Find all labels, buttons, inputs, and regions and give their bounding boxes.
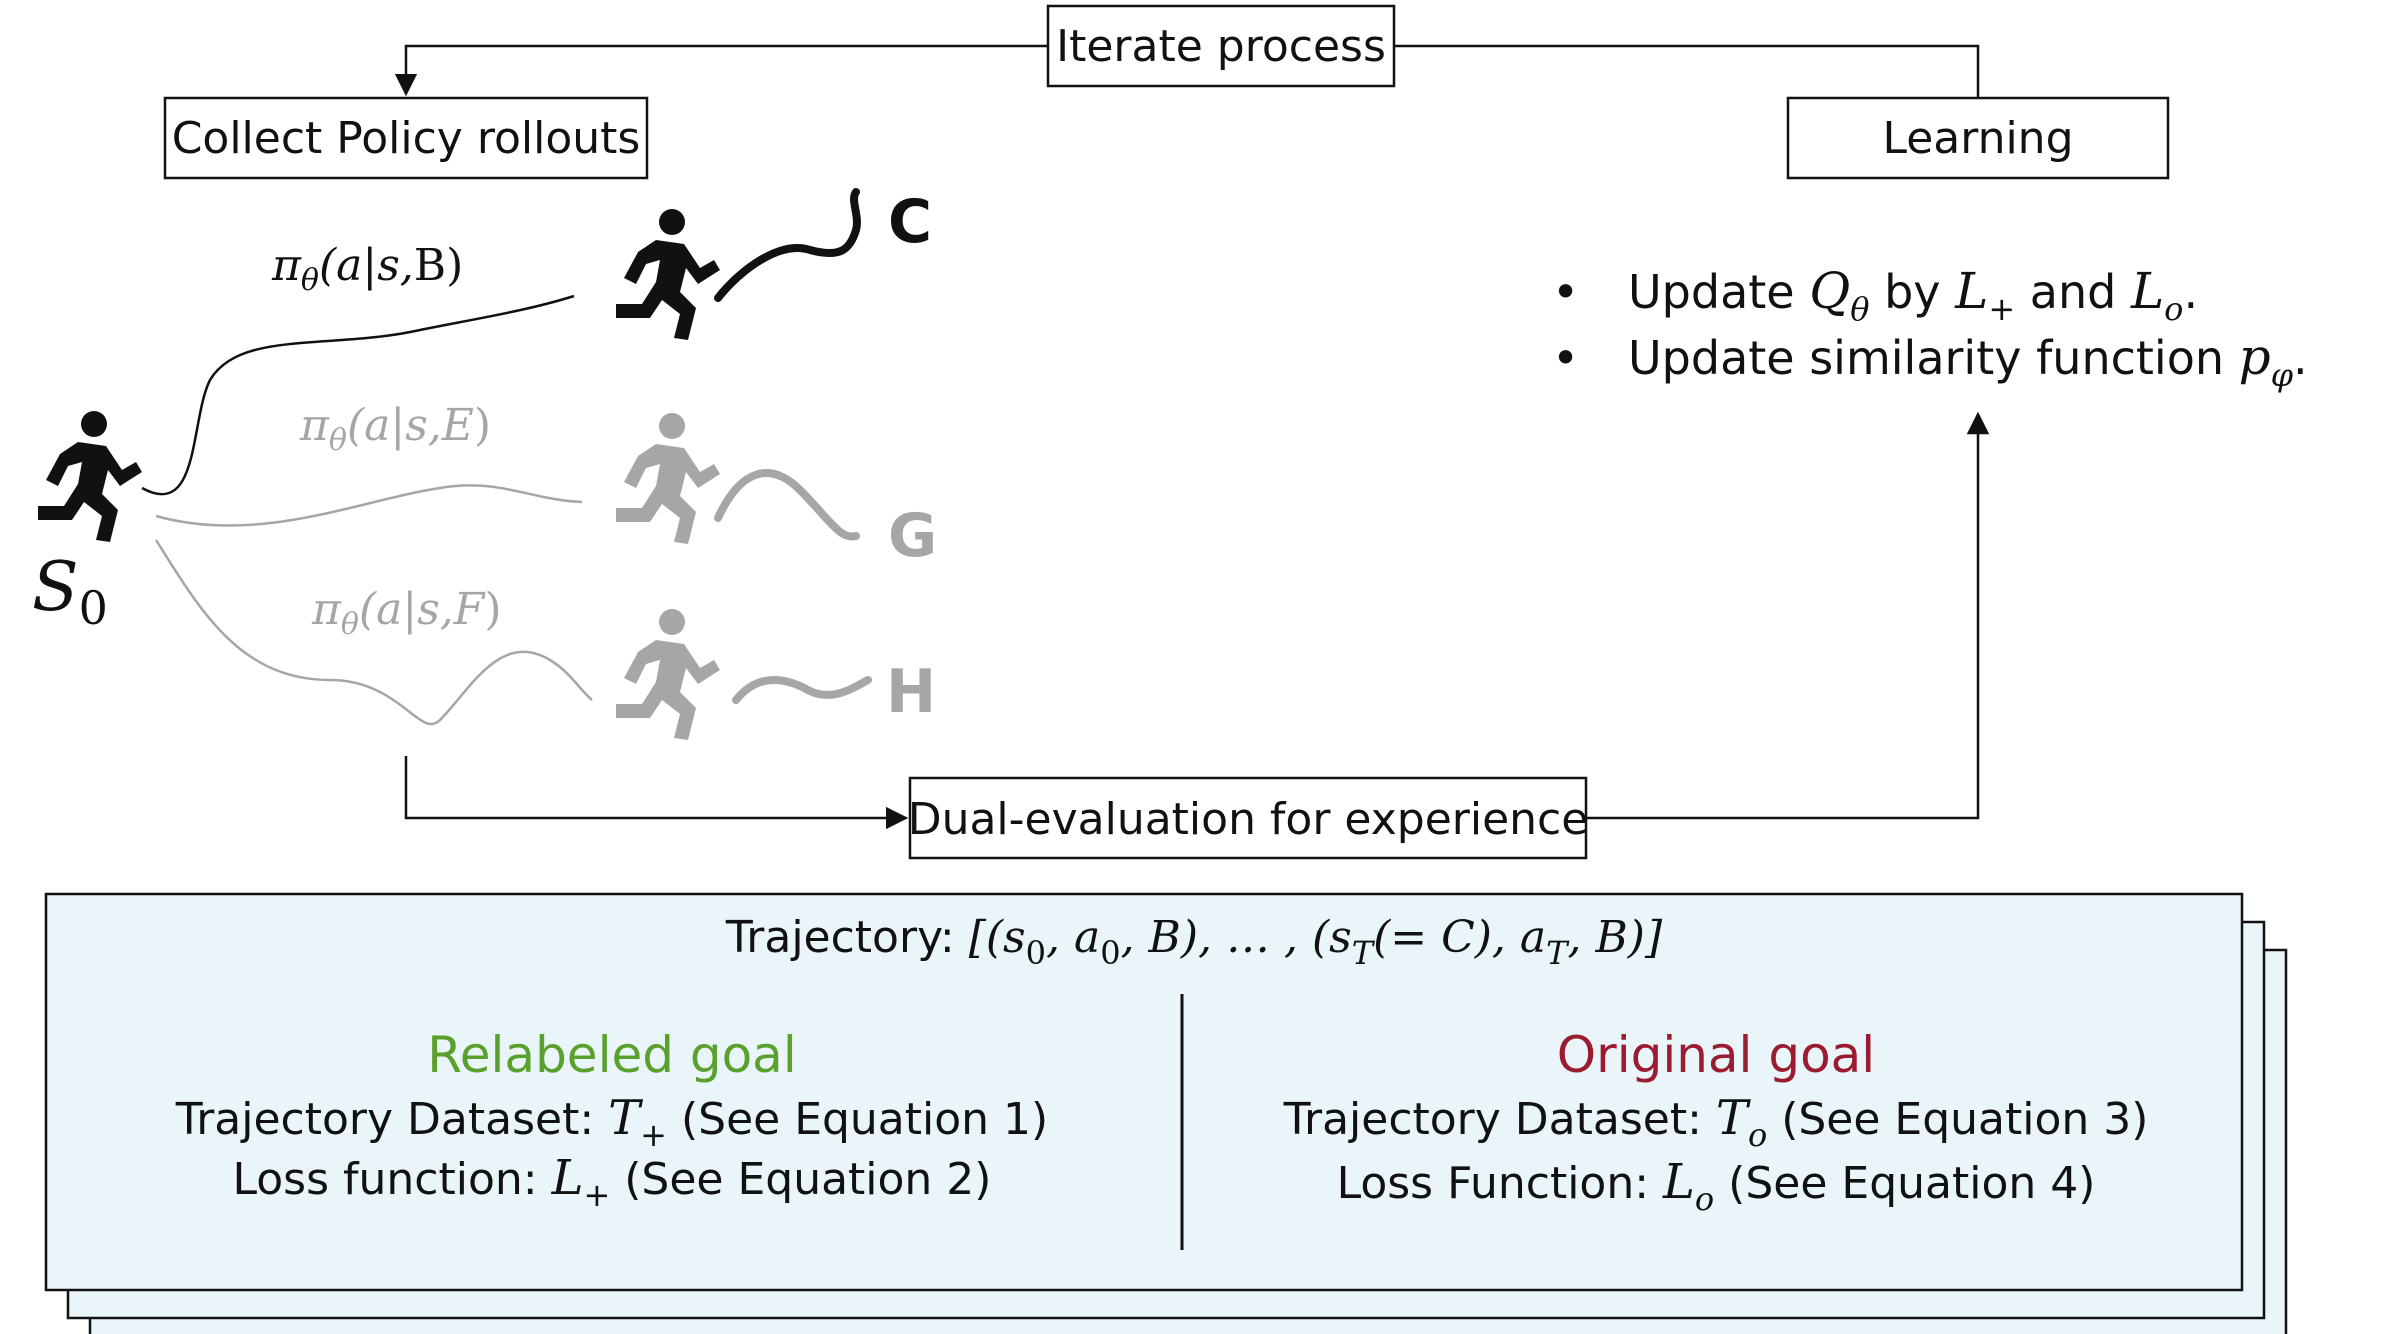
original-goal-title: Original goal — [1557, 1026, 1875, 1084]
squiggle-g — [714, 469, 860, 541]
bullet-1-text: Update Qθ by L+ and Lo. — [1628, 262, 2198, 328]
learning-bullets: • Update Qθ by L+ and Lo. • Update simil… — [1552, 262, 2308, 394]
arrow-dual-to-learning — [1586, 411, 1990, 820]
squiggle-c — [714, 188, 861, 302]
start-state-label: S0 — [32, 548, 108, 635]
bullet-2-text: Update similarity function pφ. — [1628, 328, 2308, 394]
goal-letter-h: H — [886, 657, 936, 727]
arrow-rollouts-to-dual — [404, 756, 909, 830]
goal-letter-c: C — [888, 187, 932, 257]
dual-evaluation-label: Dual-evaluation for experience — [908, 794, 1589, 845]
experience-panel: Trajectory: [(s0, a0, B), … , (sT(= C), … — [44, 892, 2288, 1334]
learning-label: Learning — [1882, 113, 2073, 164]
relabeled-dataset-line: Trajectory Dataset: T+ (See Equation 1) — [175, 1090, 1048, 1154]
original-dataset-line: Trajectory Dataset: To (See Equation 3) — [1283, 1090, 2149, 1154]
trajectory-curve-f — [154, 539, 593, 726]
relabeled-loss-line: Loss function: L+ (See Equation 2) — [233, 1150, 992, 1214]
squiggle-h — [732, 676, 872, 704]
line-iterate-to-learning — [1394, 44, 1980, 98]
collect-rollouts-box: Collect Policy rollouts — [163, 96, 649, 180]
panel-layer-front — [44, 892, 2244, 1292]
bullet-1-dot: • — [1552, 265, 1579, 319]
arrow-iterate-to-collect — [394, 44, 1048, 97]
iterate-process-box: Iterate process — [1046, 4, 1396, 88]
iterate-process-label: Iterate process — [1056, 21, 1386, 72]
runner-icon-c — [616, 209, 720, 340]
relabeled-goal-title: Relabeled goal — [427, 1026, 796, 1084]
runner-icon-g — [616, 413, 720, 544]
learning-box: Learning — [1786, 96, 2170, 180]
trajectory-curve-b — [141, 294, 575, 496]
collect-rollouts-label: Collect Policy rollouts — [172, 113, 641, 164]
dual-evaluation-box: Dual-evaluation for experience — [908, 776, 1589, 860]
original-loss-line: Loss Function: Lo (See Equation 4) — [1337, 1154, 2096, 1218]
runner-icon-start — [38, 411, 142, 542]
policy-label-b: πθ(a|s,B) — [271, 240, 463, 298]
trajectory-curve-e — [155, 484, 583, 527]
bullet-2-dot: • — [1552, 331, 1579, 385]
policy-label-e: πθ(a|s,E) — [299, 400, 491, 458]
runner-icon-h — [616, 609, 720, 740]
policy-label-f: πθ(a|s,F) — [311, 584, 501, 642]
goal-letter-g: G — [888, 501, 937, 571]
trajectory-line: Trajectory: [(s0, a0, B), … , (sT(= C), … — [725, 912, 1663, 972]
